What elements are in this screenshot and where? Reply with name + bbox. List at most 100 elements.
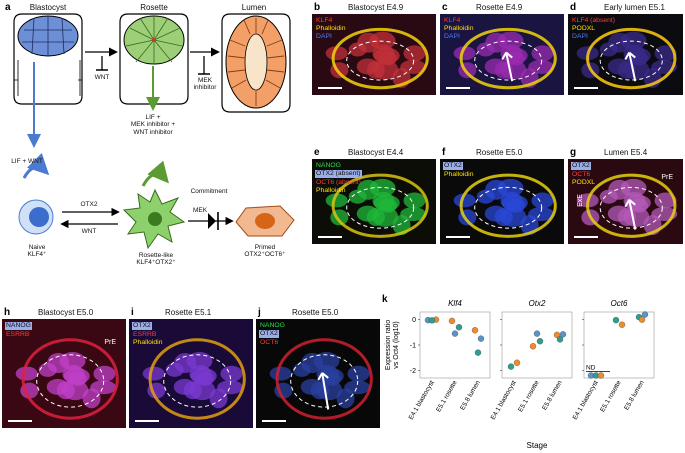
- panel-letter-f: f: [442, 147, 446, 158]
- epiblast-dashed-outline: [474, 186, 543, 229]
- data-point: [597, 372, 605, 379]
- primed-label: Primed OTX2⁺OCT6⁺: [244, 244, 286, 259]
- panel-letter-a: a: [5, 2, 11, 13]
- white-arrow: [624, 198, 637, 230]
- data-point: [641, 311, 649, 318]
- scale-bar: [574, 236, 598, 238]
- gene-title: Klf4: [448, 299, 462, 308]
- data-point: [428, 317, 436, 324]
- panel-b-fluorescence: [325, 27, 429, 90]
- x-tick-label: E4.1 blastocyst: [572, 379, 600, 421]
- blastocyst-embryo: [13, 13, 83, 105]
- panel-d-title: Early lumen E5.1: [604, 3, 665, 12]
- channel-label: OTX2 (absent): [315, 170, 362, 179]
- membrane-outline: [586, 27, 677, 90]
- panel-letter-j: j: [258, 307, 261, 318]
- cell-nucleus: [403, 192, 426, 209]
- panel-h-title: Blastocyst E5.0: [38, 308, 94, 317]
- x-tick-label: E5.8 lumen: [541, 379, 564, 411]
- channel-label: Phalloidin: [316, 187, 346, 195]
- cell-nucleus: [38, 362, 57, 377]
- channel-label: OCT6: [572, 171, 591, 179]
- cell-nucleus: [372, 44, 395, 63]
- x-tick-label: E5.1 rosette: [517, 379, 541, 413]
- cell-nucleus: [372, 206, 399, 227]
- cell-nucleus: [599, 42, 618, 57]
- x-tick-label: E5.8 lumen: [459, 379, 482, 411]
- panel-g-fluorescence: [576, 173, 678, 238]
- channel-label: PODXL: [572, 179, 596, 187]
- panel-g-title: Lumen E5.4: [604, 148, 648, 157]
- subplot-frame: [419, 311, 491, 379]
- panel-letter-b: b: [314, 2, 321, 13]
- cell-nucleus: [62, 380, 89, 401]
- data-point: [507, 363, 515, 370]
- gene-title: Otx2: [529, 299, 546, 308]
- channel-label: OCT6: [260, 339, 279, 347]
- cell-nucleus: [531, 45, 554, 62]
- panel-letter-d: d: [570, 2, 577, 13]
- data-point: [448, 317, 456, 325]
- epiblast-dashed-outline: [290, 354, 359, 408]
- region-tag: PrE: [661, 174, 673, 182]
- membrane-outline: [21, 338, 119, 420]
- cell-nucleus: [500, 191, 523, 210]
- cell-nucleus: [348, 189, 367, 204]
- cell-nucleus: [90, 380, 117, 395]
- y-axis-label: Expression ratio: [385, 320, 392, 370]
- panel-j-title: Rosette E5.0: [292, 308, 339, 317]
- channel-label: NANOG: [316, 162, 341, 169]
- cell-nucleus: [453, 193, 476, 208]
- cell-nucleus: [476, 189, 495, 204]
- cell-nucleus: [325, 193, 348, 208]
- cell-nucleus: [654, 45, 677, 62]
- membrane-outline: [275, 338, 373, 420]
- mek-inhib-label: MEK inhibitor: [193, 77, 217, 92]
- scale-bar: [446, 236, 470, 238]
- data-point: [513, 359, 521, 366]
- commitment-label: Commitment: [190, 188, 228, 195]
- cell-nucleus: [599, 189, 618, 204]
- scale-bar: [8, 420, 32, 422]
- cell-nucleus: [528, 59, 555, 74]
- cell-nucleus: [400, 207, 427, 222]
- scale-bar: [574, 87, 598, 89]
- lif-wnt-label: LIF + WNT: [11, 158, 43, 165]
- cell-nucleus: [189, 380, 216, 401]
- cell-nucleus: [348, 42, 367, 57]
- cell-nucleus: [165, 362, 184, 377]
- blastocyst-title: Blastocyst: [29, 3, 67, 12]
- data-point: [536, 338, 544, 345]
- panel-h-fluorescence: [15, 338, 119, 420]
- cell-nucleus: [400, 59, 427, 74]
- channel-label: OTX2: [259, 330, 279, 339]
- membrane-outline: [331, 27, 429, 90]
- panel-a: a Blastocyst Rosette Lumen: [0, 0, 300, 290]
- data-point: [474, 349, 482, 356]
- membrane-outline: [331, 173, 429, 238]
- panel-e-title: Blastocyst E4.4: [348, 148, 404, 157]
- panel-i-title: Rosette E5.1: [165, 308, 212, 317]
- data-point: [455, 324, 463, 331]
- data-point: [559, 331, 567, 338]
- cell-nucleus: [220, 365, 243, 382]
- epiblast-dashed-outline: [474, 40, 543, 81]
- channel-label: OCT6 (absent): [316, 179, 361, 187]
- channel-label: DAPI: [572, 33, 588, 41]
- x-tick-label: E5.1 rosette: [599, 379, 623, 413]
- panel-j-fluorescence: [269, 338, 373, 420]
- white-arrow: [624, 51, 637, 82]
- channel-label: DAPI: [316, 33, 332, 41]
- panel-e-fluorescence: [325, 173, 429, 238]
- diagram-svg: [13, 13, 295, 250]
- scale-bar: [262, 420, 286, 422]
